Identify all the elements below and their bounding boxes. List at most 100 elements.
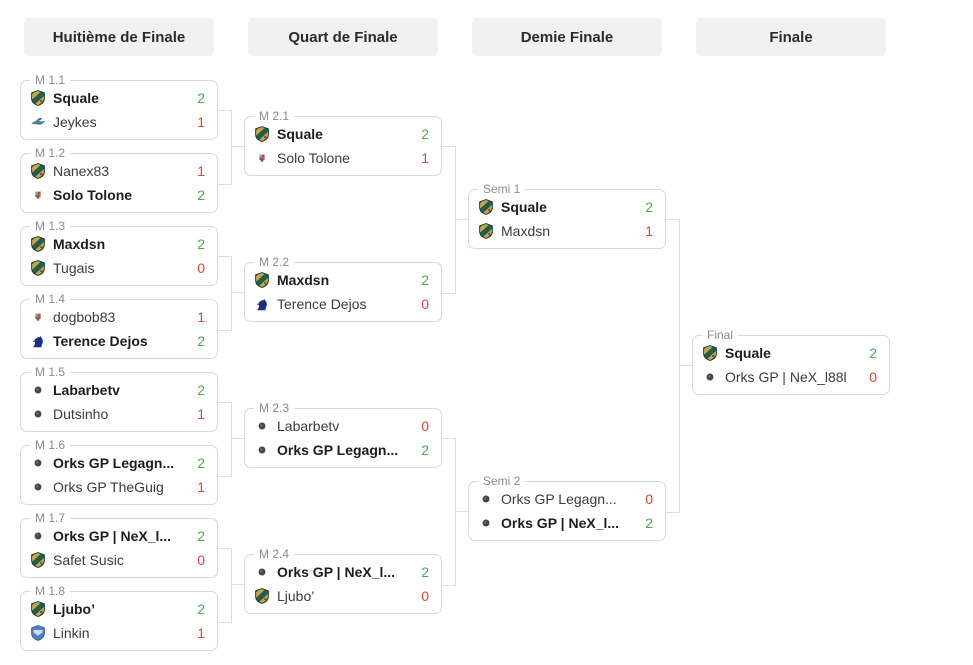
player-row: Nanex83 1 [21, 160, 217, 182]
player-score: 0 [421, 588, 429, 604]
player-score: 2 [197, 382, 205, 398]
player-name: Orks GP | NeX_l88l [725, 369, 847, 385]
connector-stub [231, 584, 244, 585]
connector-line [218, 256, 232, 331]
player-row: Orks GP | NeX_l... 2 [469, 512, 665, 534]
match-box-semi-1[interactable]: Semi 1 Squale 2 Maxdsn 1 [468, 181, 666, 249]
player-name: Terence Dejos [53, 333, 148, 349]
gray-circle-icon [478, 515, 494, 531]
match-box-m1-1[interactable]: M 1.1 Squale 2 Jeykes 1 [20, 72, 218, 140]
player-score: 2 [421, 564, 429, 580]
pixel-avatar-icon [254, 150, 270, 166]
player-score: 0 [421, 418, 429, 434]
player-name: Orks GP | NeX_l... [53, 528, 172, 544]
green-shield-icon [30, 260, 46, 276]
match-box-m2-4[interactable]: M 2.4 Orks GP | NeX_l... 2 Ljubo’ 0 [244, 546, 442, 614]
player-name: Orks GP Legagn... [53, 455, 175, 471]
player-name: Labarbetv [53, 382, 120, 398]
match-box-m2-1[interactable]: M 2.1 Squale 2 Solo Tolone 1 [244, 108, 442, 176]
green-shield-icon [478, 223, 494, 239]
match-box-m1-6[interactable]: M 1.6 Orks GP Legagn... 2 Orks GP TheGui… [20, 437, 218, 505]
player-row: Maxdsn 2 [21, 233, 217, 255]
match-box-final[interactable]: Final Squale 2 Orks GP | NeX_l88l 0 [692, 327, 890, 395]
player-name: Terence Dejos [277, 296, 367, 312]
player-row: Solo Tolone 2 [21, 184, 217, 206]
gray-circle-icon [702, 369, 718, 385]
player-score: 0 [645, 491, 653, 507]
player-row: Squale 2 [469, 196, 665, 218]
player-row: dogbob83 1 [21, 306, 217, 328]
match-box-m2-3[interactable]: M 2.3 Labarbetv 0 Orks GP Legagn... 2 [244, 400, 442, 468]
player-score: 1 [197, 479, 205, 495]
connector-stub [679, 365, 692, 366]
player-row: Labarbetv 2 [21, 379, 217, 401]
match-label: M 2.2 [254, 254, 295, 271]
player-score: 1 [197, 309, 205, 325]
gray-circle-icon [30, 382, 46, 398]
player-score: 2 [197, 333, 205, 349]
navy-knight-icon [30, 333, 46, 349]
match-label: Semi 1 [478, 181, 526, 198]
player-name: Labarbetv [277, 418, 340, 434]
green-shield-icon [30, 601, 46, 617]
match-box-semi-2[interactable]: Semi 2 Orks GP Legagn... 0 Orks GP | NeX… [468, 473, 666, 541]
match-box-m1-4[interactable]: M 1.4 dogbob83 1 Terence Dejos 2 [20, 291, 218, 359]
gray-circle-icon [478, 491, 494, 507]
player-row: Squale 2 [693, 342, 889, 364]
match-label: M 1.4 [30, 291, 71, 308]
match-box-m1-5[interactable]: M 1.5 Labarbetv 2 Dutsinho 1 [20, 364, 218, 432]
connector-stub [231, 438, 244, 439]
player-name: Ljubo’ [277, 588, 315, 604]
round-header-huitieme: Huitième de Finale [24, 18, 214, 56]
player-name: Maxdsn [501, 223, 551, 239]
gray-circle-icon [30, 528, 46, 544]
player-name: Tugais [53, 260, 95, 276]
player-score: 2 [421, 272, 429, 288]
match-label: M 2.1 [254, 108, 295, 125]
player-name: Maxdsn [277, 272, 330, 288]
connector-line [442, 146, 456, 294]
match-box-m1-3[interactable]: M 1.3 Maxdsn 2 Tugais 0 [20, 218, 218, 286]
blue-shield-icon [30, 625, 46, 641]
connector-stub [455, 219, 468, 220]
player-row: Solo Tolone 1 [245, 147, 441, 169]
player-name: Ljubo’ [53, 601, 95, 617]
match-label: M 2.3 [254, 400, 295, 417]
player-row: Maxdsn 1 [469, 220, 665, 242]
match-label: M 1.2 [30, 145, 71, 162]
match-label: Semi 2 [478, 473, 526, 490]
connector-line [442, 438, 456, 586]
match-label: M 2.4 [254, 546, 295, 563]
match-label: M 1.3 [30, 218, 71, 235]
player-row: Squale 2 [21, 87, 217, 109]
round-header-label: Finale [769, 28, 813, 46]
player-name: Solo Tolone [53, 187, 133, 203]
player-name: Solo Tolone [277, 150, 350, 166]
player-row: Orks GP Legagn... 2 [21, 452, 217, 474]
player-row: Orks GP | NeX_l88l 0 [693, 366, 889, 388]
connector-line [666, 219, 680, 513]
gray-circle-icon [254, 418, 270, 434]
match-box-m1-7[interactable]: M 1.7 Orks GP | NeX_l... 2 Safet Susic 0 [20, 510, 218, 578]
player-name: Jeykes [53, 114, 97, 130]
gray-circle-icon [30, 406, 46, 422]
match-label: M 1.1 [30, 72, 71, 89]
match-box-m2-2[interactable]: M 2.2 Maxdsn 2 Terence Dejos 0 [244, 254, 442, 322]
teal-bird-icon [30, 114, 46, 130]
round-header-label: Quart de Finale [288, 28, 398, 46]
player-score: 1 [197, 625, 205, 641]
player-score: 2 [869, 345, 877, 361]
match-box-m1-8[interactable]: M 1.8 Ljubo’ 2 Linkin 1 [20, 583, 218, 651]
green-shield-icon [702, 345, 718, 361]
player-name: Orks GP Legagn... [501, 491, 617, 507]
green-shield-icon [30, 90, 46, 106]
match-label: M 1.5 [30, 364, 71, 381]
player-score: 1 [197, 114, 205, 130]
round-header-quart: Quart de Finale [248, 18, 438, 56]
player-name: Orks GP | NeX_l... [277, 564, 396, 580]
green-shield-icon [478, 199, 494, 215]
match-box-m1-2[interactable]: M 1.2 Nanex83 1 Solo Tolone 2 [20, 145, 218, 213]
match-label: M 1.7 [30, 510, 71, 527]
player-score: 1 [645, 223, 653, 239]
player-name: Squale [725, 345, 771, 361]
